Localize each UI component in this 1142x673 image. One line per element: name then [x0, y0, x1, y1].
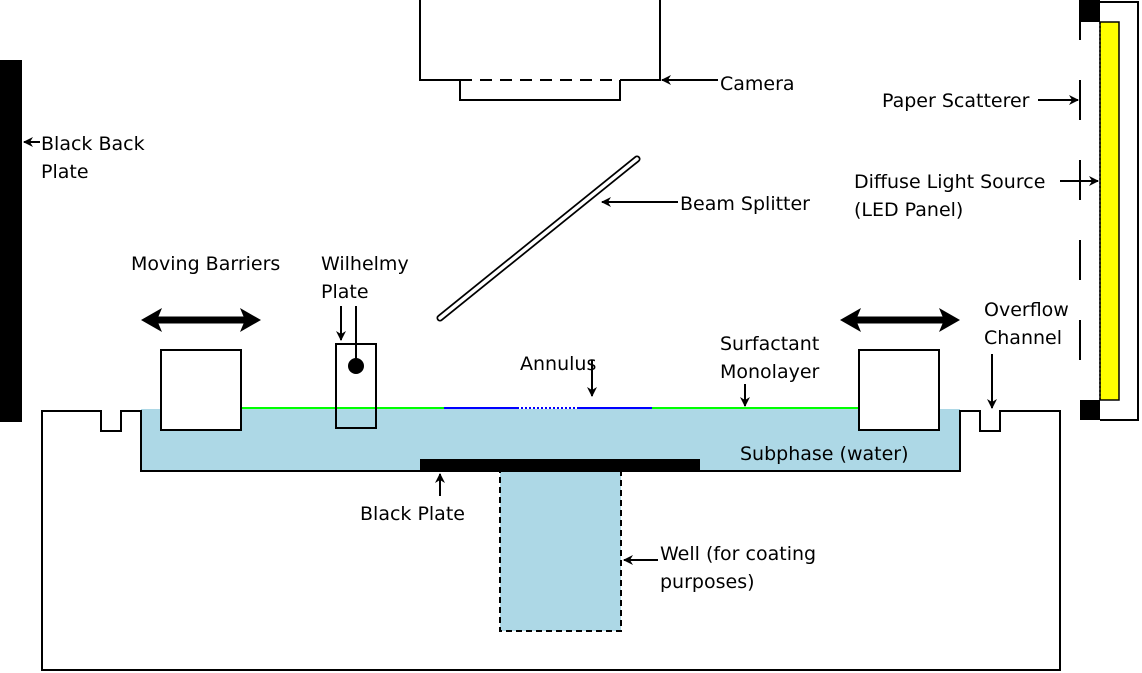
moving-barriers-label: Moving Barriers: [131, 253, 280, 275]
beam-splitter: [436, 155, 641, 322]
right-double-arrow-icon: [840, 308, 960, 332]
light-source-label-line1: Diffuse Light Source: [854, 171, 1045, 193]
black-back-plate-label-line1: Black Back: [41, 133, 145, 155]
wilhelmy-label-line1: Wilhelmy: [321, 253, 409, 275]
wilhelmy-label-line2: Plate: [321, 281, 369, 303]
paper-scatterer-label: Paper Scatterer: [882, 90, 1030, 112]
camera: [419, 0, 661, 101]
camera-label: Camera: [720, 73, 795, 95]
wilhelmy-plate: [335, 306, 377, 429]
subphase-label: Subphase (water): [740, 443, 909, 465]
overflow-label-line2: Channel: [984, 327, 1062, 349]
annotation-arrows: [23, 75, 1099, 565]
beam-splitter-label: Beam Splitter: [680, 193, 810, 215]
black-plate: [420, 459, 700, 471]
black-back-plate: [0, 60, 22, 422]
well-label-line2: purposes): [660, 571, 755, 593]
trough: [41, 410, 1061, 671]
surfactant-label-line2: Monolayer: [720, 361, 820, 383]
well-label-line1: Well (for coating: [660, 543, 816, 565]
left-barrier: [160, 349, 242, 431]
annulus-label: Annulus: [520, 353, 596, 375]
black-back-plate-label-line2: Plate: [41, 161, 89, 183]
black-plate-label: Black Plate: [360, 503, 465, 525]
well: [499, 470, 622, 632]
surfactant-label-line1: Surfactant: [720, 333, 819, 355]
overflow-label-line1: Overflow: [984, 299, 1069, 321]
left-double-arrow-icon: [141, 308, 261, 332]
led-panel: [1080, 0, 1139, 421]
light-source-label-line2: (LED Panel): [854, 199, 963, 221]
right-barrier: [858, 349, 940, 431]
